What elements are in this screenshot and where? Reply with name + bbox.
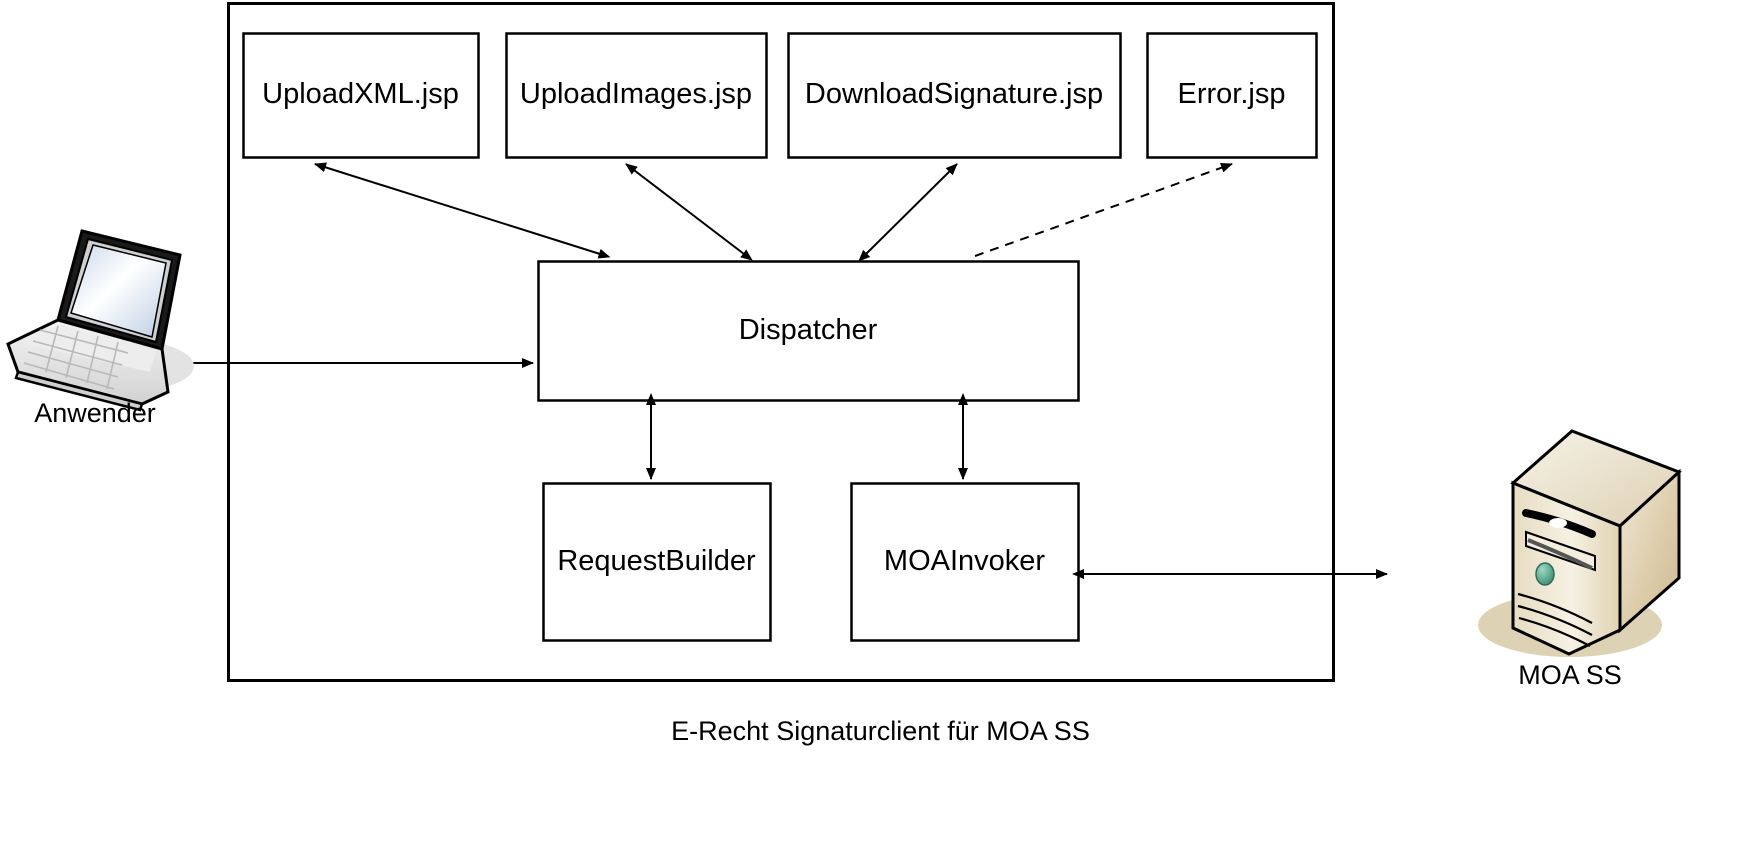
edge-dispatcher-errorjsp-dashed xyxy=(974,162,1233,257)
diagram-caption: E-Recht Signaturclient für MOA SS xyxy=(671,716,1090,746)
node-box-dispatcher[interactable] xyxy=(537,260,1080,402)
edge-dispatcher-uploadimages xyxy=(625,163,753,261)
edge-dispatcher-downloadsignature xyxy=(858,163,958,262)
node-box-requestbuilder[interactable] xyxy=(542,482,772,642)
node-box-uploadimages[interactable] xyxy=(505,32,768,159)
server-tower-icon xyxy=(1478,429,1682,657)
node-box-moainvoker[interactable] xyxy=(850,482,1080,642)
node-box-uploadxml[interactable] xyxy=(242,32,480,159)
laptop-icon xyxy=(6,229,194,412)
node-box-downloadsignature[interactable] xyxy=(787,32,1122,159)
actor-label-anwender: Anwender xyxy=(34,398,156,428)
actor-label-moass: MOA SS xyxy=(1518,660,1622,690)
node-box-errorjsp[interactable] xyxy=(1146,32,1318,159)
server-power-led xyxy=(1535,562,1555,586)
edge-dispatcher-uploadxml xyxy=(314,162,611,259)
